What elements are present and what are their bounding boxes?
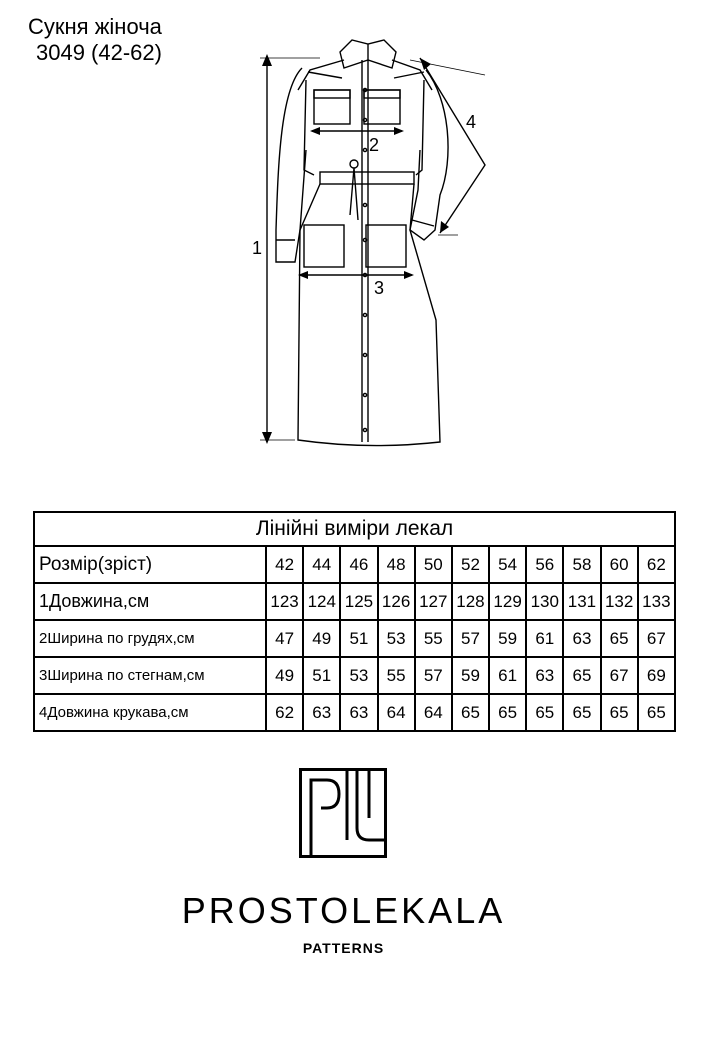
measure-label-4: 4: [466, 112, 477, 132]
table-row: 2Ширина по грудях,см 47 49 51 53 55 57 5…: [33, 619, 677, 658]
value-cell: 59: [488, 619, 528, 658]
value-cell: 51: [339, 619, 379, 658]
value-cell: 65: [599, 693, 639, 732]
value-cell: 63: [525, 656, 565, 695]
size-cell: 48: [376, 545, 416, 584]
value-cell: 65: [562, 693, 602, 732]
value-cell: 63: [562, 619, 602, 658]
value-cell: 69: [636, 656, 677, 695]
value-cell: 62: [264, 693, 305, 732]
table-row: 3Ширина по стегнам,см 49 51 53 55 57 59 …: [33, 656, 677, 695]
value-cell: 124: [302, 582, 342, 621]
sleeve-arrow: [419, 57, 486, 234]
value-cell: 61: [488, 656, 528, 695]
row-label: 3Ширина по стегнам,см: [33, 656, 267, 695]
value-cell: 49: [302, 619, 342, 658]
value-cell: 130: [525, 582, 565, 621]
value-cell: 61: [525, 619, 565, 658]
value-cell: 128: [450, 582, 491, 621]
value-cell: 55: [376, 656, 416, 695]
measure-label-3: 3: [374, 278, 385, 298]
brand-name: PROSTOLEKALA: [181, 890, 506, 931]
size-cell: 42: [264, 545, 305, 584]
value-cell: 63: [302, 693, 342, 732]
row-label: 1Довжина,см: [33, 582, 267, 621]
value-cell: 65: [525, 693, 565, 732]
value-cell: 131: [562, 582, 602, 621]
value-cell: 47: [264, 619, 305, 658]
table-heading-row: Лінійні виміри лекал: [33, 511, 676, 547]
row-label: 2Ширина по грудях,см: [33, 619, 267, 658]
value-cell: 132: [599, 582, 639, 621]
value-cell: 126: [376, 582, 416, 621]
size-cell: 54: [488, 545, 528, 584]
value-cell: 129: [488, 582, 528, 621]
dress-sketch: [260, 39, 486, 447]
value-cell: 57: [450, 619, 491, 658]
value-cell: 59: [450, 656, 491, 695]
document-title: Сукня жіноча 3049 (42-62): [28, 14, 162, 66]
value-cell: 63: [339, 693, 379, 732]
value-cell: 55: [413, 619, 453, 658]
value-cell: 65: [562, 656, 602, 695]
measure-label-1: 1: [252, 238, 263, 258]
size-cell: 50: [413, 545, 453, 584]
size-cell: 44: [302, 545, 342, 584]
value-cell: 65: [488, 693, 528, 732]
value-cell: 125: [339, 582, 379, 621]
measurements-table: Лінійні виміри лекал Розмір(зріст) 42 44…: [33, 511, 677, 732]
brand-logo-icon: [299, 768, 387, 858]
value-cell: 57: [413, 656, 453, 695]
value-cell: 67: [636, 619, 677, 658]
value-cell: 49: [264, 656, 305, 695]
value-cell: 64: [376, 693, 416, 732]
title-line-1: Сукня жіноча: [28, 14, 162, 39]
size-label: Розмір(зріст): [33, 545, 267, 584]
title-line-2: 3049 (42-62): [36, 40, 162, 65]
table-row: 1Довжина,см 123 124 125 126 127 128 129 …: [33, 582, 677, 621]
value-cell: 133: [636, 582, 677, 621]
brand-subtitle: PATTERNS: [302, 940, 385, 956]
size-row: Розмір(зріст) 42 44 46 48 50 52 54 56 58…: [33, 545, 677, 584]
row-label: 4Довжина крукава,см: [33, 693, 267, 732]
value-cell: 127: [413, 582, 453, 621]
value-cell: 51: [302, 656, 342, 695]
size-cell: 60: [599, 545, 639, 584]
size-cell: 52: [450, 545, 491, 584]
value-cell: 53: [339, 656, 379, 695]
value-cell: 65: [450, 693, 491, 732]
measure-label-2: 2: [369, 135, 380, 155]
value-cell: 65: [636, 693, 677, 732]
value-cell: 64: [413, 693, 453, 732]
size-cell: 58: [562, 545, 602, 584]
value-cell: 67: [599, 656, 639, 695]
value-cell: 123: [264, 582, 305, 621]
table-heading: Лінійні виміри лекал: [33, 511, 676, 547]
size-cell: 46: [339, 545, 379, 584]
value-cell: 53: [376, 619, 416, 658]
size-cell: 62: [636, 545, 677, 584]
value-cell: 65: [599, 619, 639, 658]
table-row: 4Довжина крукава,см 62 63 63 64 64 65 65…: [33, 693, 677, 732]
size-cell: 56: [525, 545, 565, 584]
